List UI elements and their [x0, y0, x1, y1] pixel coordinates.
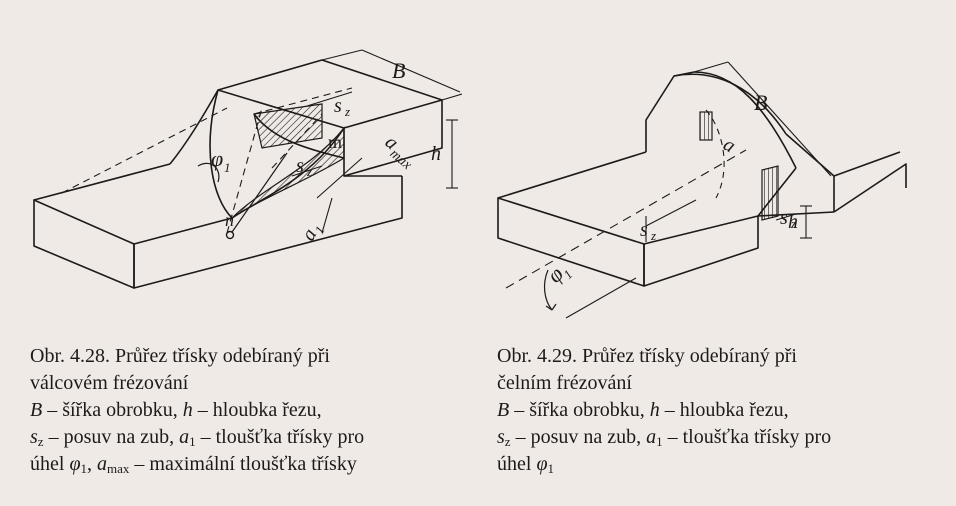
text: – posuv na zub, — [510, 426, 647, 448]
fig1-label-n: n — [225, 210, 234, 230]
fig2-label-sz-left: s — [640, 219, 648, 241]
fig2-label-sz-left-sub: z — [650, 228, 656, 243]
figure-4-28: B s z m h s z a max φ 1 n a 1 — [22, 48, 463, 338]
symbol-s: s — [497, 426, 505, 448]
symbol-h: h — [649, 399, 660, 421]
symbol-phi-sub: 1 — [80, 461, 88, 476]
text: – šířka obrobku, — [42, 399, 183, 421]
caption-4-29-line3: B – šířka obrobku, h – hloubka řezu, — [497, 397, 937, 424]
fig1-label-sz-mid-sub: z — [306, 164, 312, 179]
symbol-phi-sub: 1 — [547, 461, 555, 476]
text: , — [87, 453, 98, 475]
caption-4-29-line4: sz – posuv na zub, a1 – tloušťka třísky … — [497, 424, 937, 451]
fig2-label-a: a — [720, 133, 740, 157]
chip-section-top — [699, 111, 713, 141]
caption-4-28-title: Obr. 4.28. Průřez třísky odebíraný při — [30, 345, 330, 367]
workpiece-top-front-edge — [133, 217, 233, 245]
fig1-label-phi: φ — [211, 146, 223, 171]
block-left-face — [497, 197, 645, 287]
figure-4-29-drawing: B a h s z s z φ 1 — [497, 61, 907, 319]
text: – maximální tloušťka třísky — [129, 453, 357, 475]
caption-4-29-line5: úhel φ1 — [497, 451, 937, 478]
symbol-a-sub: 1 — [189, 434, 196, 449]
fig2-label-B: B — [754, 90, 767, 115]
fig2-label-sz-right-sub: z — [790, 216, 796, 231]
workpiece-front-face — [133, 176, 403, 289]
symbol-s: s — [30, 426, 38, 448]
caption-4-28-line4: sz – posuv na zub, a1 – tloušťka třísky … — [30, 424, 480, 451]
chip-section-hatch — [231, 126, 345, 219]
symbol-h: h — [182, 399, 193, 421]
workpiece-top-back-edge — [33, 163, 171, 201]
text: – tloušťka třísky pro — [662, 426, 832, 448]
cut-curve-back — [169, 89, 219, 165]
point-n — [225, 230, 235, 240]
text: – šířka obrobku, — [509, 399, 650, 421]
caption-4-28-title-cont: válcovém frézování — [30, 372, 189, 394]
caption-4-29-title-cont: čelním frézování — [497, 372, 632, 394]
chip-top-hatch — [253, 103, 323, 149]
strip-front-curve — [693, 71, 797, 169]
figure-4-28-drawing: B s z m h s z a max φ 1 n a 1 — [33, 49, 463, 289]
symbol-s-sub: z — [504, 434, 511, 449]
text: – tloušťka třísky pro — [195, 426, 365, 448]
text: úhel — [30, 453, 70, 475]
text: – posuv na zub, — [43, 426, 180, 448]
symbol-s-sub: z — [37, 434, 44, 449]
fig1-label-m: m — [328, 132, 342, 152]
fig1-label-h: h — [431, 143, 441, 165]
fig2-label-h: h — [788, 211, 798, 233]
workpiece-left-face — [33, 199, 135, 289]
symbol-B: B — [497, 399, 510, 421]
fig2-label-sz-right: s — [780, 207, 788, 229]
caption-4-28-line3: B – šířka obrobku, h – hloubka řezu, — [30, 397, 480, 424]
symbol-a: a — [646, 426, 657, 448]
caption-4-29-title: Obr. 4.29. Průřez třísky odebíraný při — [497, 345, 797, 367]
caption-4-28-line5: úhel φ1, amax – maximální tloušťka třísk… — [30, 451, 480, 478]
block-right-edge — [833, 163, 907, 213]
text: úhel — [497, 453, 537, 475]
block-top-back-edge — [497, 151, 647, 199]
symbol-a-sub: 1 — [656, 434, 663, 449]
symbol-a: a — [97, 453, 108, 475]
cut-curve-left — [209, 89, 233, 219]
strip-left-end — [645, 71, 695, 152]
strip-right-top — [785, 133, 835, 212]
symbol-amax-sub: max — [107, 461, 130, 476]
symbol-phi: φ — [69, 453, 81, 475]
fig1-label-sz-top: s — [334, 95, 342, 117]
fig1-label-phi-sub: 1 — [224, 160, 231, 175]
figure-4-29: B a h s z s z φ 1 — [496, 48, 916, 328]
strip-back-curve-top — [673, 73, 787, 135]
chip-section-front — [761, 165, 779, 221]
caption-4-28: Obr. 4.28. Průřez třísky odebíraný při v… — [30, 343, 480, 478]
text: – hloubka řezu, — [192, 399, 322, 421]
symbol-B: B — [30, 399, 43, 421]
text: – hloubka řezu, — [659, 399, 789, 421]
caption-4-29: Obr. 4.29. Průřez třísky odebíraný při č… — [497, 343, 937, 478]
symbol-a: a — [179, 426, 190, 448]
symbol-phi: φ — [536, 453, 548, 475]
fig1-label-B: B — [392, 58, 405, 83]
block-top-front-edge — [643, 215, 759, 245]
fig1-label-sz-mid: s — [296, 155, 304, 177]
fig1-label-sz-top-sub: z — [344, 104, 350, 119]
block-front-face — [643, 216, 759, 287]
strip-top-right-edge — [833, 151, 901, 177]
